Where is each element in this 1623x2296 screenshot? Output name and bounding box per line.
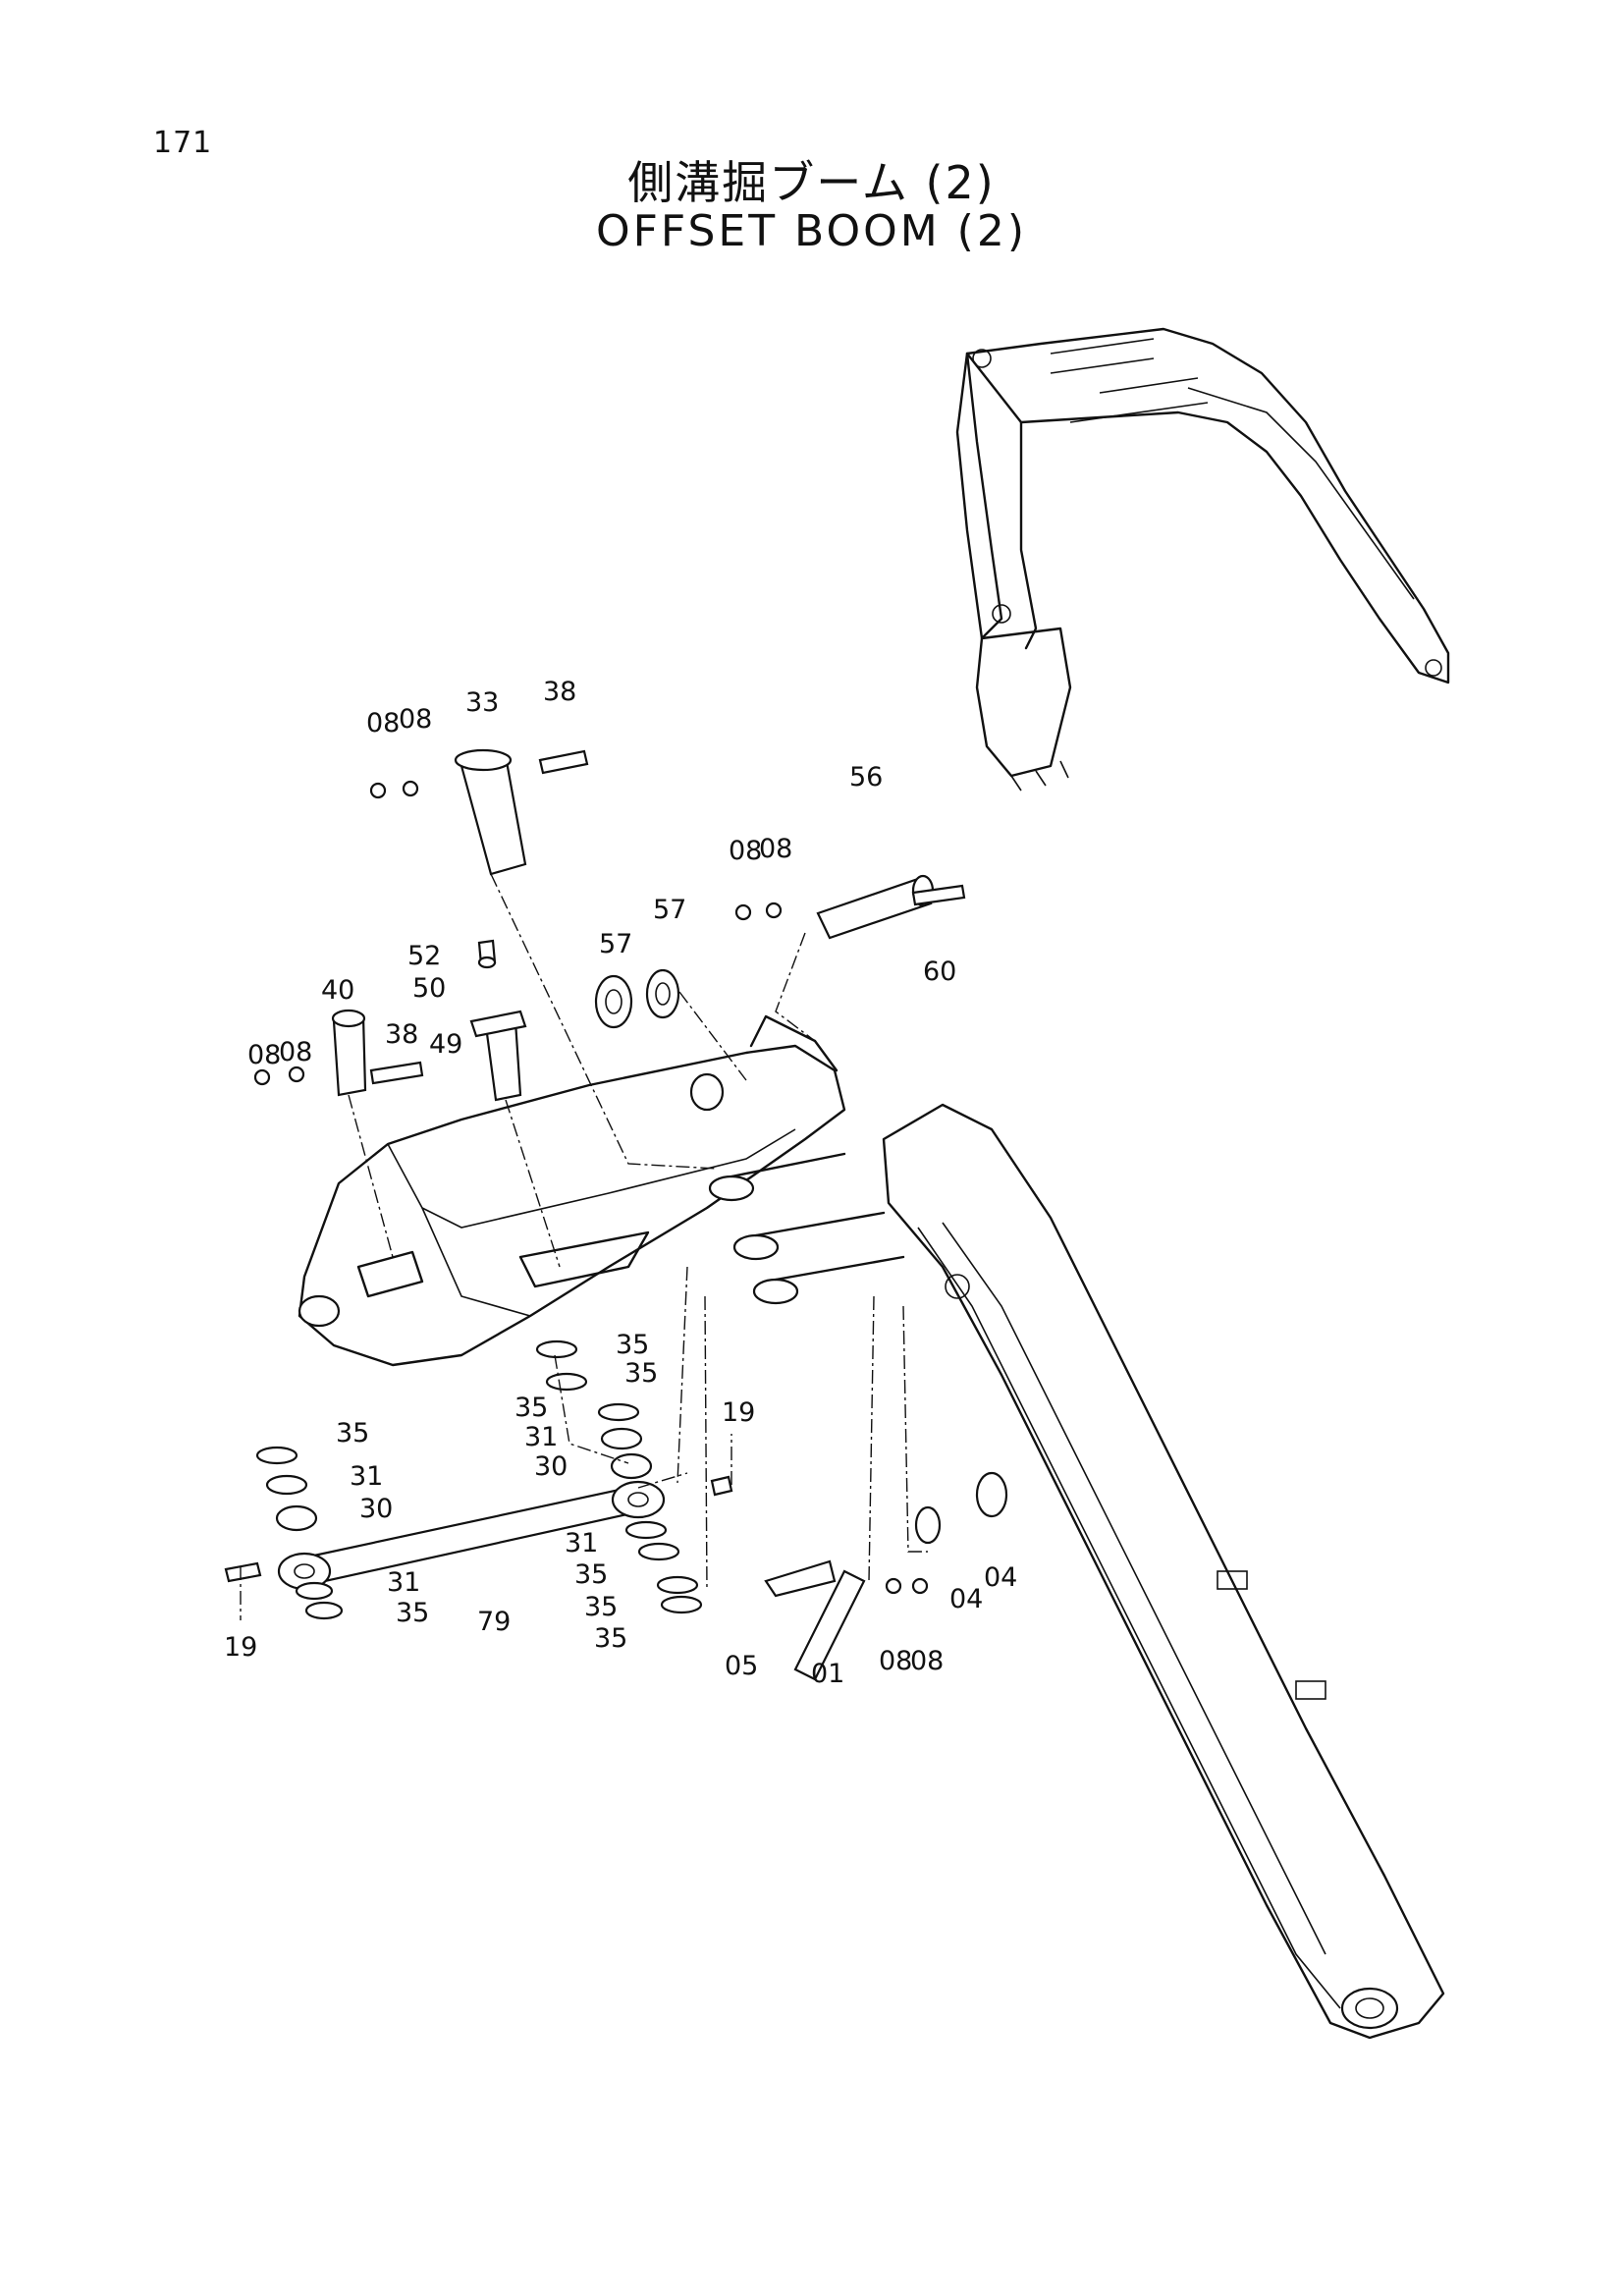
offset-boom	[882, 1103, 1445, 2040]
callout-79: 79	[477, 1607, 511, 1637]
callout-60: 60	[923, 957, 956, 987]
callout-35: 35	[396, 1598, 429, 1628]
page-number: 171	[153, 126, 213, 160]
callout-40: 40	[321, 975, 354, 1006]
callout-31: 31	[350, 1461, 383, 1492]
callout-08: 08	[247, 1040, 281, 1070]
callout-35: 35	[514, 1393, 548, 1423]
callout-49: 49	[429, 1029, 462, 1060]
callout-19: 19	[224, 1632, 257, 1663]
callout-31: 31	[565, 1528, 598, 1558]
callout-33: 33	[465, 687, 499, 718]
callout-08: 08	[399, 704, 432, 735]
link-rod	[277, 1480, 666, 1591]
callout-35: 35	[624, 1358, 658, 1389]
callout-19: 19	[722, 1397, 755, 1428]
callout-57: 57	[653, 895, 686, 925]
callout-04: 04	[984, 1562, 1017, 1593]
callout-08: 08	[879, 1646, 912, 1676]
callout-50: 50	[412, 973, 446, 1004]
leader-lines	[240, 873, 928, 1620]
title-japanese: 側溝掘ブーム (2)	[627, 156, 996, 209]
callout-04: 04	[949, 1584, 983, 1614]
callout-08: 08	[366, 708, 400, 738]
callout-35: 35	[616, 1330, 649, 1360]
inset-attachment-view	[955, 327, 1450, 792]
callout-30: 30	[359, 1494, 393, 1524]
callout-35: 35	[594, 1623, 627, 1654]
callout-52: 52	[407, 941, 441, 971]
callout-08: 08	[729, 836, 762, 866]
callout-35: 35	[574, 1559, 608, 1590]
callout-35: 35	[336, 1418, 369, 1449]
title-english: OFFSET BOOM (2)	[595, 206, 1028, 256]
callout-30: 30	[534, 1451, 568, 1482]
callout-31: 31	[387, 1567, 420, 1598]
callout-labels: 08 08 33 38 56 08 08 57 57 60 52 50 40 3…	[224, 677, 1017, 1689]
callout-05: 05	[725, 1651, 758, 1681]
callout-35: 35	[584, 1592, 618, 1622]
callout-57: 57	[599, 929, 632, 959]
callout-08: 08	[910, 1646, 944, 1676]
callout-56: 56	[849, 762, 883, 793]
callout-08: 08	[759, 834, 792, 864]
hardware-parts	[224, 748, 1008, 1681]
callout-38: 38	[385, 1019, 418, 1050]
callout-08: 08	[279, 1037, 312, 1067]
callout-31: 31	[524, 1422, 558, 1452]
callout-01: 01	[811, 1659, 844, 1689]
boom-bracket	[298, 1014, 905, 1367]
callout-38: 38	[543, 677, 576, 707]
